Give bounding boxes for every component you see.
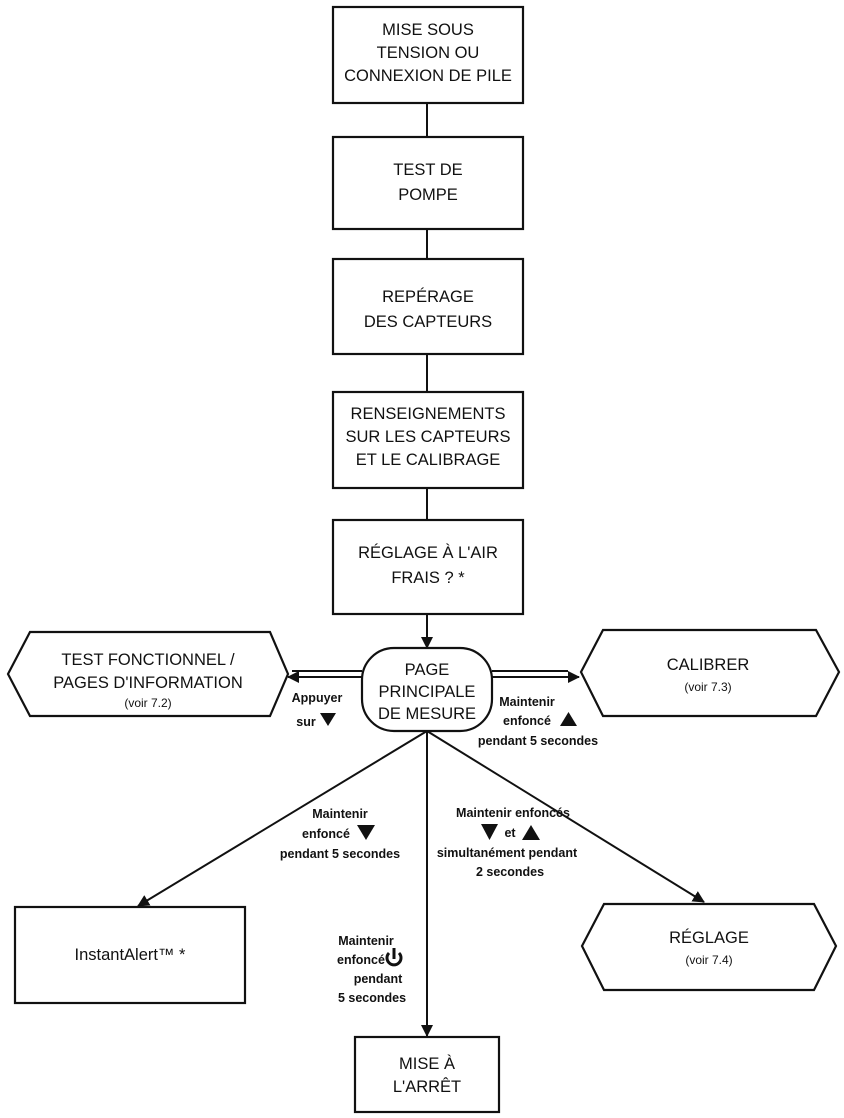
- node-calibrate-line1: CALIBRER: [667, 656, 750, 674]
- edge-label-power-off-line3: pendant: [354, 972, 403, 986]
- node-fresh-air-line1: RÉGLAGE À L'AIR: [358, 543, 498, 562]
- node-sensor-info: RENSEIGNEMENTS SUR LES CAPTEURS ET LE CA…: [331, 390, 525, 490]
- edge-label-settings-line2: et: [504, 826, 516, 840]
- up-triangle-icon: [522, 825, 540, 840]
- edge-label-calibrate-line3: pendant 5 secondes: [478, 734, 598, 748]
- node-pump-test-line1: TEST DE: [393, 161, 462, 179]
- edge-label-instant-alert: Maintenir enfoncé pendant 5 secondes: [280, 807, 400, 861]
- node-main-page-line2: PRINCIPALE: [379, 683, 476, 701]
- node-calibrate-ref: (voir 7.3): [684, 680, 731, 694]
- node-sensor-detection-line1: REPÉRAGE: [382, 287, 474, 306]
- edge-label-settings-line3: simultanément pendant: [437, 846, 578, 860]
- node-main-page: PAGE PRINCIPALE DE MESURE: [360, 646, 494, 733]
- edge-label-bump-test: Appuyer sur: [292, 691, 343, 729]
- edge-label-bump-test-line2: sur: [296, 715, 316, 729]
- edge-label-instant-alert-line1: Maintenir: [312, 807, 368, 821]
- node-instant-alert: InstantAlert™ *: [13, 905, 247, 1005]
- node-sensor-info-line2: SUR LES CAPTEURS: [345, 428, 510, 446]
- node-sensor-detection: REPÉRAGE DES CAPTEURS: [331, 257, 525, 356]
- edge-label-settings-line4: 2 secondes: [476, 865, 544, 879]
- node-instant-alert-label: InstantAlert™ *: [75, 946, 187, 964]
- edge-label-power-off-line2: enfoncé: [337, 953, 385, 967]
- down-triangle-icon: [481, 824, 498, 840]
- edge-label-instant-alert-line2: enfoncé: [302, 827, 350, 841]
- edge-label-bump-test-line1: Appuyer: [292, 691, 343, 705]
- edge-label-power-off-line4: 5 secondes: [338, 991, 406, 1005]
- node-sensor-info-line1: RENSEIGNEMENTS: [351, 405, 506, 423]
- node-settings-ref: (voir 7.4): [685, 953, 732, 967]
- edge-label-calibrate: Maintenir enfoncé pendant 5 secondes: [478, 695, 598, 748]
- node-power-on: MISE SOUS TENSION OU CONNEXION DE PILE: [331, 5, 525, 105]
- edge-label-power-off: Maintenir enfoncé pendant 5 secondes: [337, 934, 406, 1005]
- node-pump-test: TEST DE POMPE: [331, 135, 525, 231]
- arrow-to-settings: [426, 730, 705, 903]
- node-calibrate: CALIBRER (voir 7.3): [579, 628, 841, 718]
- node-sensor-detection-line2: DES CAPTEURS: [364, 313, 492, 331]
- node-main-page-line1: PAGE: [405, 661, 450, 679]
- arrow-to-instant-alert: [137, 730, 428, 907]
- node-fresh-air: RÉGLAGE À L'AIR FRAIS ? *: [331, 518, 525, 616]
- down-triangle-icon: [320, 713, 336, 726]
- edge-label-calibrate-line2: enfoncé: [503, 714, 551, 728]
- node-bump-test-ref: (voir 7.2): [124, 696, 171, 710]
- node-fresh-air-line2: FRAIS ? *: [391, 569, 465, 587]
- node-power-off-line2: L'ARRÊT: [393, 1077, 461, 1096]
- node-settings-line1: RÉGLAGE: [669, 928, 749, 947]
- edge-label-instant-alert-line3: pendant 5 secondes: [280, 847, 400, 861]
- edge-label-settings: Maintenir enfoncés et simultanément pend…: [437, 806, 578, 879]
- node-bump-test-line2: PAGES D'INFORMATION: [53, 674, 243, 692]
- power-icon: [385, 948, 403, 967]
- node-power-on-line2: TENSION OU: [377, 44, 480, 62]
- node-power-on-line3: CONNEXION DE PILE: [344, 67, 512, 85]
- node-power-off-line1: MISE À: [399, 1054, 455, 1073]
- node-pump-test-line2: POMPE: [398, 186, 458, 204]
- arrow-to-calibrate: [492, 670, 580, 683]
- down-triangle-icon: [357, 825, 375, 840]
- arrow-to-bump-test: [287, 670, 362, 683]
- edge-label-power-off-line1: Maintenir: [338, 934, 394, 948]
- edge-label-calibrate-line1: Maintenir: [499, 695, 555, 709]
- node-sensor-info-line3: ET LE CALIBRAGE: [356, 451, 501, 469]
- node-power-off: MISE À L'ARRÊT: [353, 1035, 501, 1114]
- edge-label-settings-line1: Maintenir enfoncés: [456, 806, 570, 820]
- node-power-on-line1: MISE SOUS: [382, 21, 474, 39]
- up-triangle-icon: [560, 712, 577, 726]
- node-bump-test: TEST FONCTIONNEL / PAGES D'INFORMATION (…: [6, 630, 290, 718]
- node-bump-test-line1: TEST FONCTIONNEL /: [61, 651, 235, 669]
- node-main-page-line3: DE MESURE: [378, 705, 476, 723]
- node-settings: RÉGLAGE (voir 7.4): [580, 902, 838, 992]
